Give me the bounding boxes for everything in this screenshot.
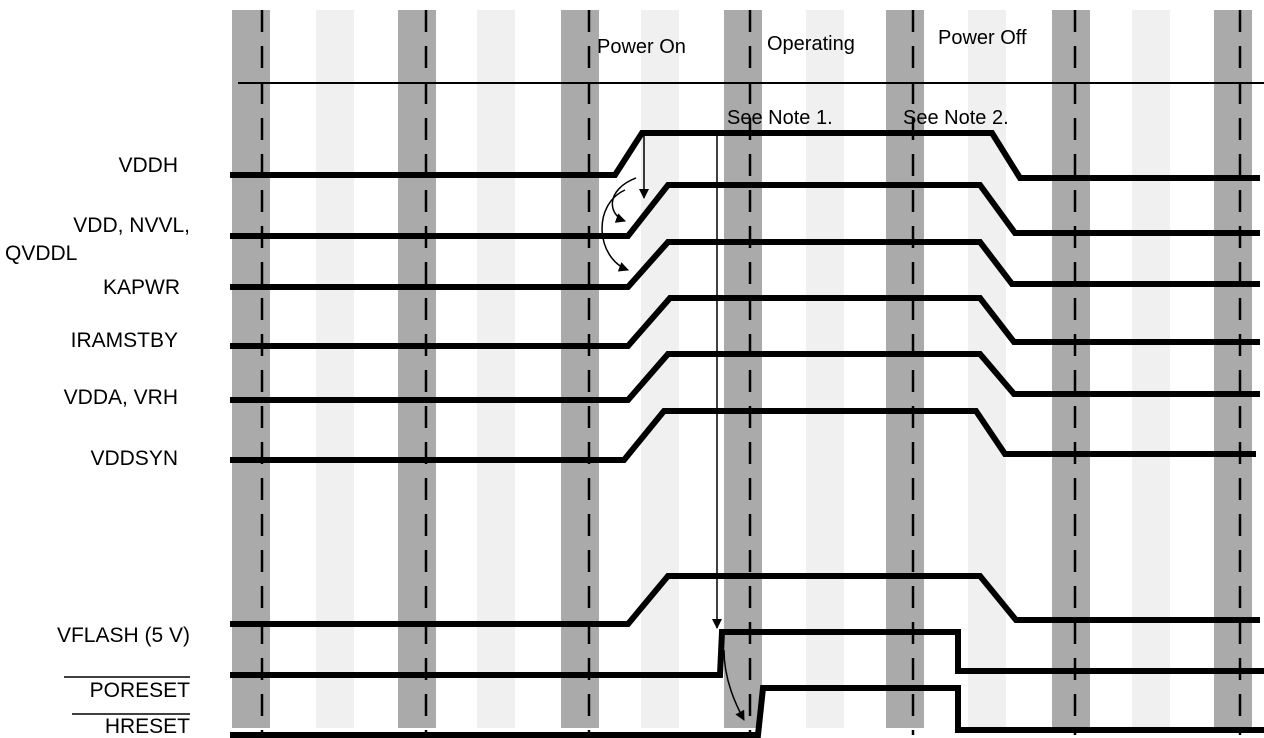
label-vddh: VDDH (118, 154, 178, 177)
label-vdd-nvvl: VDD, NVVL, (73, 214, 190, 237)
arrow-poreset-to-hreset (723, 649, 745, 721)
vflash-waveform (230, 573, 1260, 627)
label-vdda-vrh: VDDA, VRH (64, 386, 178, 409)
label-iramstby: IRAMSTBY (71, 329, 178, 352)
kapwr-waveform (230, 239, 1260, 290)
poreset-waveform (230, 629, 1264, 678)
dark-band (724, 10, 762, 728)
dark-band (1214, 10, 1252, 728)
dark-band (561, 10, 599, 728)
light-band (806, 10, 844, 728)
dark-band (1052, 10, 1090, 728)
vdd-nvvl-qvddl-waveform (230, 182, 1260, 239)
arrow-vddh-to-kapwr-curve (601, 189, 629, 272)
light-band (1132, 10, 1170, 728)
vdda-vrh-waveform (230, 351, 1260, 403)
signal-labels: VDDH VDD, NVVL, KAPWR IRAMSTBY VDDA, VRH… (57, 154, 190, 738)
causality-arrows (601, 135, 745, 721)
background-bands (232, 10, 1252, 728)
waveforms (230, 130, 1264, 738)
light-band (316, 10, 354, 728)
label-kapwr: KAPWR (103, 276, 180, 299)
light-band (641, 10, 679, 728)
iramstby-waveform (230, 295, 1260, 349)
dark-band (886, 10, 924, 728)
label-vddsyn: VDDSYN (90, 447, 178, 470)
hreset-waveform (230, 685, 1264, 738)
phase-power-on: Power On (597, 36, 686, 58)
label-poreset: PORESET (90, 679, 191, 702)
light-band (968, 10, 1006, 728)
label-vflash: VFLASH (5 V) (57, 624, 190, 647)
dark-band (232, 10, 270, 728)
arrow-vddh-to-vdd-curve (611, 177, 637, 223)
note-1: See Note 1. (727, 107, 833, 129)
label-hreset: HRESET (105, 715, 190, 738)
dark-band (398, 10, 436, 728)
label-qvddl: QVDDL (5, 242, 77, 265)
phase-power-off: Power Off (938, 27, 1027, 49)
phase-operating: Operating (767, 33, 855, 55)
light-band (477, 10, 515, 728)
vddh-waveform (230, 130, 1260, 181)
note-2: See Note 2. (903, 107, 1009, 129)
vddsyn-waveform (230, 408, 1256, 463)
